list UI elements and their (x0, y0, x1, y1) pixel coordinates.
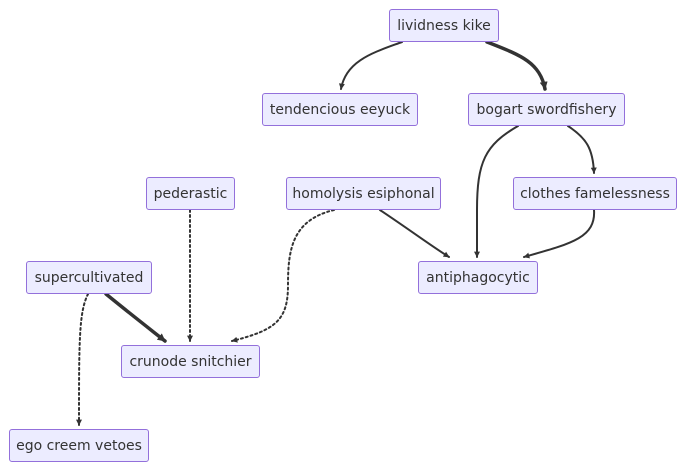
node-antiphagocytic[interactable]: antiphagocytic (418, 261, 538, 294)
edge-lividness-to-bogart (485, 40, 548, 91)
node-homolysis-esiphonal[interactable]: homolysis esiphonal (286, 177, 441, 210)
edge-clothes-to-antiphagocytic (523, 209, 596, 259)
edge-bogart-to-clothes (567, 125, 597, 174)
edge-homolysis-to-crunode (231, 209, 335, 343)
edge-supercultivated-to-ego (76, 293, 89, 426)
edge-bogart-to-antiphagocytic (474, 125, 519, 258)
node-bogart-swordfishery[interactable]: bogart swordfishery (468, 93, 625, 126)
edge-homolysis-to-antiphagocytic (379, 209, 450, 258)
node-ego-creem-vetoes[interactable]: ego creem vetoes (9, 429, 149, 462)
node-tendencious-eeyuck[interactable]: tendencious eeyuck (262, 93, 418, 126)
node-supercultivated[interactable]: supercultivated (26, 261, 152, 294)
edge-lividness-to-tendencious (338, 41, 403, 90)
node-crunode-snitchier[interactable]: crunode snitchier (121, 345, 260, 378)
edge-supercultivated-to-crunode (104, 292, 167, 343)
node-clothes-famelessness[interactable]: clothes famelessness (513, 177, 677, 210)
node-lividness-kike[interactable]: lividness kike (389, 9, 499, 42)
node-pederastic[interactable]: pederastic (146, 177, 235, 210)
